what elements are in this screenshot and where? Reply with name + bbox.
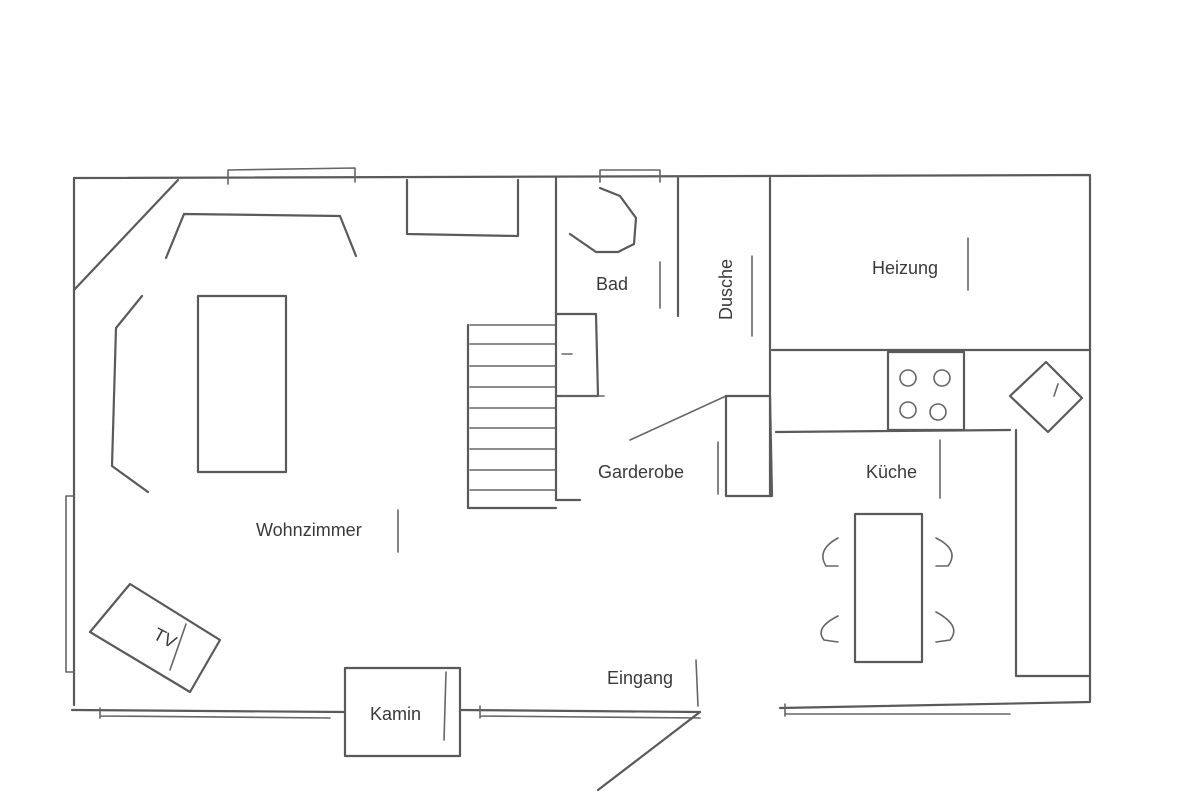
coffee-table <box>196 294 288 474</box>
window-bottom-left <box>99 707 331 719</box>
wardrobe <box>724 394 774 498</box>
sofa-left <box>110 294 150 494</box>
eingang-tick <box>695 659 699 707</box>
sofa-top <box>164 212 358 260</box>
entrance <box>596 659 702 792</box>
wall-bad-left <box>554 176 582 502</box>
stair-treads <box>469 324 556 491</box>
outer-walls <box>65 167 1092 719</box>
room-label-kueche: Küche <box>866 462 917 482</box>
burner-1 <box>899 369 917 387</box>
dining-table <box>853 512 924 664</box>
room-label-bad: Bad <box>596 274 628 294</box>
stair-frame <box>466 323 558 510</box>
inner-walls-middle <box>554 176 774 502</box>
toilet <box>568 186 638 254</box>
staircase <box>466 323 558 510</box>
sink <box>1008 360 1084 434</box>
window-top-left <box>227 167 356 185</box>
vanity-detail <box>561 353 605 397</box>
burner-2 <box>933 369 951 387</box>
window-top-bad <box>599 169 661 183</box>
chair-2 <box>935 537 953 567</box>
vanity <box>554 312 600 398</box>
outer-wall-bottom-right <box>778 700 1092 710</box>
outer-wall-top-right <box>72 173 1092 702</box>
room-label-garderobe: Garderobe <box>598 462 684 482</box>
room-label-heizung: Heizung <box>872 258 938 278</box>
window-bottom-right <box>784 703 1011 717</box>
entrance-door <box>596 710 702 792</box>
corner-cabinet <box>72 178 180 292</box>
label-tv: TV <box>150 624 180 652</box>
chair-4 <box>935 611 955 643</box>
chair-1 <box>822 537 839 567</box>
sideboard <box>405 178 520 238</box>
sink-tap <box>1053 383 1059 397</box>
fireplace-detail <box>443 671 447 741</box>
chair-3 <box>820 615 839 643</box>
wohnzimmer-furniture <box>72 178 520 758</box>
tv-screen <box>169 623 187 671</box>
room-label-eingang: Eingang <box>607 668 673 688</box>
outer-wall-bottom-left <box>70 708 347 714</box>
door-swing-garderobe <box>629 395 727 441</box>
cooktop <box>886 350 966 432</box>
tv-unit <box>88 582 222 694</box>
room-label-wohnzimmer: Wohnzimmer <box>256 520 362 540</box>
window-bottom-mid <box>479 705 701 719</box>
kitchen-area <box>770 237 1092 678</box>
fireplace <box>343 666 462 758</box>
window-left <box>65 495 75 673</box>
label-kamin: Kamin <box>370 704 421 724</box>
room-label-dusche: Dusche <box>716 259 736 320</box>
outer-wall-bottom-mid <box>458 708 702 714</box>
burner-4 <box>929 403 947 421</box>
burner-3 <box>899 401 917 419</box>
